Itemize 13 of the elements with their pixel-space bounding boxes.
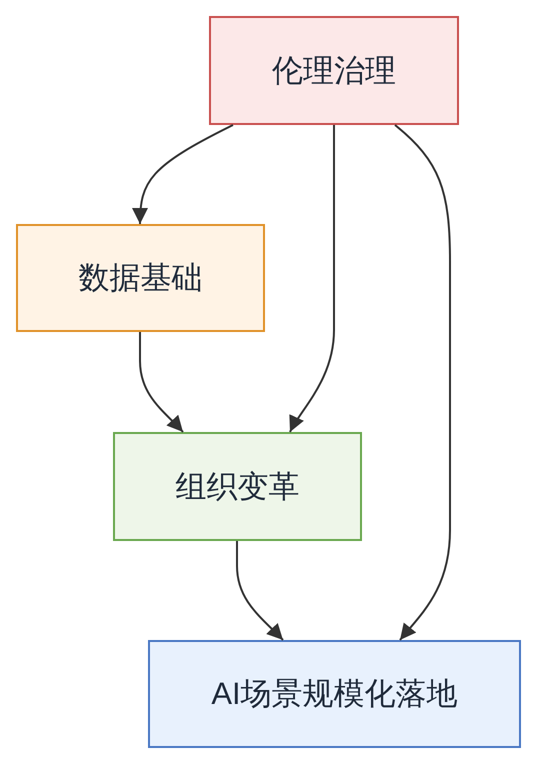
- arrow: [289, 125, 335, 432]
- step-label: 数据基础: [78, 259, 202, 297]
- arrow: [394, 124, 451, 641]
- arrow: [236, 541, 284, 641]
- process-box: [16, 224, 265, 332]
- process-box: [113, 432, 362, 541]
- process-box: [209, 16, 459, 125]
- step-label: AI场景规模化落地: [211, 675, 458, 713]
- arrow: [132, 124, 234, 224]
- step-label: 伦理治理: [272, 52, 396, 90]
- step-label: 组织变革: [176, 468, 300, 506]
- arrow: [139, 332, 184, 433]
- process-box: [148, 640, 521, 748]
